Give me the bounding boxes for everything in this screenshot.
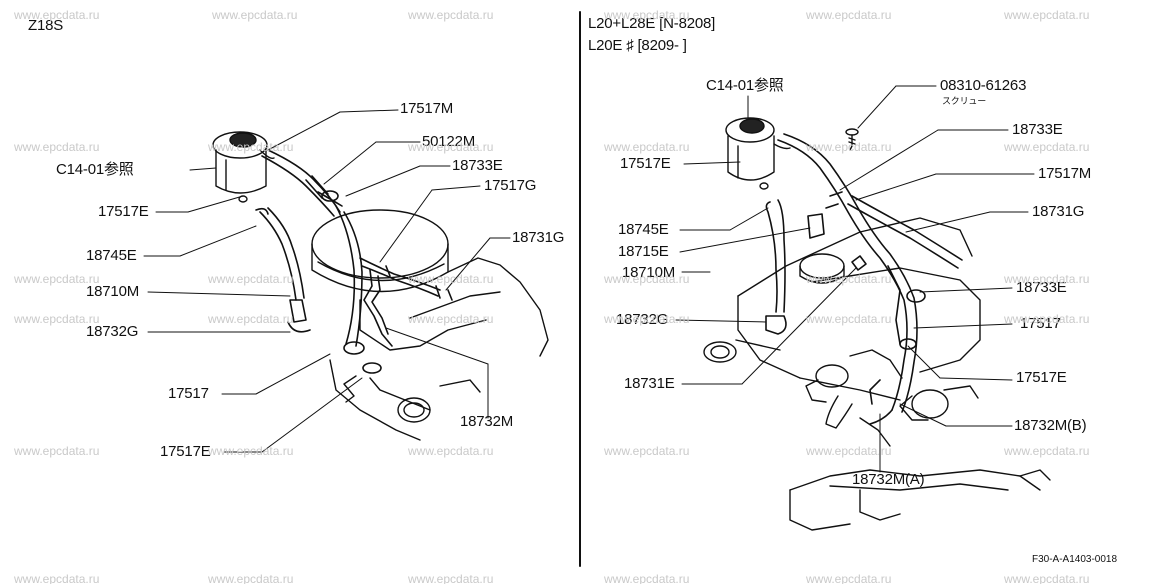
watermark: www.epcdata.ru bbox=[208, 312, 294, 326]
right-screw bbox=[846, 129, 858, 150]
part-label-50122M-left[interactable]: 50122M bbox=[422, 133, 476, 150]
left-leader-lines bbox=[144, 110, 510, 452]
part-label-18745E-left[interactable]: 18745E bbox=[86, 247, 137, 264]
part-label-18710M-left[interactable]: 18710M bbox=[86, 283, 140, 300]
watermark: www.epcdata.ru bbox=[806, 572, 892, 584]
watermark: www.epcdata.ru bbox=[14, 572, 100, 584]
left-engine-outline bbox=[330, 258, 548, 440]
watermark: www.epcdata.ru bbox=[1004, 572, 1090, 584]
reference-c14-01-right[interactable]: C14-01参照 bbox=[706, 77, 784, 94]
part-label-18731E-right[interactable]: 18731E bbox=[624, 375, 675, 392]
watermark: www.epcdata.ru bbox=[604, 8, 690, 22]
watermark: www.epcdata.ru bbox=[14, 140, 100, 154]
part-label-18733E-left[interactable]: 18733E bbox=[452, 157, 503, 174]
right-panel-header-line2: L20E ♯ [8209- ] bbox=[588, 37, 687, 54]
part-label-18732G-right[interactable]: 18732G bbox=[616, 311, 669, 328]
watermark: www.epcdata.ru bbox=[604, 272, 690, 286]
right-panel-header-line1: L20+L28E [N-8208] bbox=[588, 15, 716, 32]
part-label-18732M-left[interactable]: 18732M bbox=[460, 413, 514, 430]
watermark: www.epcdata.ru bbox=[14, 312, 100, 326]
screw-annotation: スクリュー bbox=[942, 96, 987, 106]
part-label-17517-right[interactable]: 17517 bbox=[1020, 315, 1061, 332]
watermark: www.epcdata.ru bbox=[604, 140, 690, 154]
part-label-18732G-left[interactable]: 18732G bbox=[86, 323, 139, 340]
watermark: www.epcdata.ru bbox=[1004, 272, 1090, 286]
watermark: www.epcdata.ru bbox=[14, 272, 100, 286]
part-label-17517M-left[interactable]: 17517M bbox=[400, 100, 454, 117]
watermark: www.epcdata.ru bbox=[1004, 8, 1090, 22]
watermark: www.epcdata.ru bbox=[408, 312, 494, 326]
watermark: www.epcdata.ru bbox=[14, 8, 100, 22]
watermark: www.epcdata.ru bbox=[208, 272, 294, 286]
watermark: www.epcdata.ru bbox=[604, 444, 690, 458]
watermark: www.epcdata.ru bbox=[408, 272, 494, 286]
left-panel-title: Z18S bbox=[28, 17, 64, 34]
figure-code: F30-A-A1403-0018 bbox=[1032, 554, 1118, 565]
watermark: www.epcdata.ru bbox=[604, 572, 690, 584]
part-label-18731G-left[interactable]: 18731G bbox=[512, 229, 565, 246]
watermark: www.epcdata.ru bbox=[604, 312, 690, 326]
watermark: www.epcdata.ru bbox=[208, 444, 294, 458]
part-label-18710M-right[interactable]: 18710M bbox=[622, 264, 676, 281]
part-label-18732M-B-right[interactable]: 18732M(B) bbox=[1014, 417, 1087, 434]
right-leader-lines bbox=[676, 86, 1034, 472]
watermark: www.epcdata.ru bbox=[408, 140, 494, 154]
part-label-17517E-lower-left[interactable]: 17517E bbox=[160, 443, 211, 460]
watermark: www.epcdata.ru bbox=[806, 444, 892, 458]
part-label-17517G-left[interactable]: 17517G bbox=[484, 177, 537, 194]
reference-c14-01-left[interactable]: C14-01参照 bbox=[56, 161, 134, 178]
right-reservoir bbox=[726, 118, 790, 189]
watermark: www.epcdata.ru bbox=[408, 444, 494, 458]
watermark: www.epcdata.ru bbox=[806, 272, 892, 286]
part-label-18715E-right[interactable]: 18715E bbox=[618, 243, 669, 260]
part-label-08310-61263[interactable]: 08310-61263 bbox=[940, 77, 1027, 94]
watermark: www.epcdata.ru bbox=[806, 312, 892, 326]
watermark: www.epcdata.ru bbox=[1004, 312, 1090, 326]
part-label-17517-left[interactable]: 17517 bbox=[168, 385, 209, 402]
part-label-17517E-upper-left[interactable]: 17517E bbox=[98, 203, 149, 220]
part-label-18733E-top-right[interactable]: 18733E bbox=[1012, 121, 1063, 138]
watermark: www.epcdata.ru bbox=[208, 572, 294, 584]
part-label-17517E-top-right[interactable]: 17517E bbox=[620, 155, 671, 172]
left-reservoir bbox=[213, 132, 274, 202]
left-hoses bbox=[256, 150, 452, 373]
watermark: www.epcdata.ru bbox=[1004, 444, 1090, 458]
watermark: www.epcdata.ru bbox=[14, 444, 100, 458]
watermark: www.epcdata.ru bbox=[208, 140, 294, 154]
part-label-17517M-right[interactable]: 17517M bbox=[1038, 165, 1092, 182]
watermark: www.epcdata.ru bbox=[408, 572, 494, 584]
watermark: www.epcdata.ru bbox=[408, 8, 494, 22]
part-label-18733E-mid-right[interactable]: 18733E bbox=[1016, 279, 1067, 296]
watermark: www.epcdata.ru bbox=[806, 8, 892, 22]
part-label-18731G-right[interactable]: 18731G bbox=[1032, 203, 1085, 220]
part-label-18732M-A-right[interactable]: 18732M(A) bbox=[852, 471, 925, 488]
watermark: www.epcdata.ru bbox=[212, 8, 298, 22]
part-label-17517E-low-right[interactable]: 17517E bbox=[1016, 369, 1067, 386]
part-label-18745E-right[interactable]: 18745E bbox=[618, 221, 669, 238]
watermark: www.epcdata.ru bbox=[806, 140, 892, 154]
watermark: www.epcdata.ru bbox=[1004, 140, 1090, 154]
